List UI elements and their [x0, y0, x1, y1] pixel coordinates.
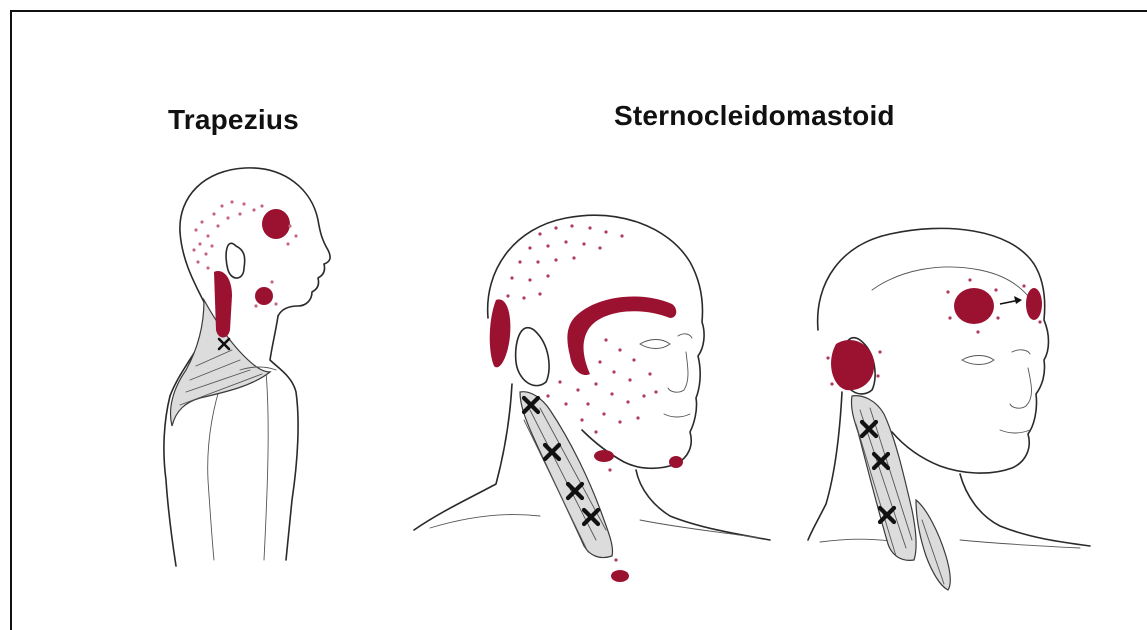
trapezius-arm [208, 370, 268, 560]
forehead-pain-zone [954, 288, 994, 324]
scm-sternal-mouth [664, 414, 690, 417]
scm-clavicular-mouth [1000, 430, 1030, 433]
scm-clavicular-clavicle [820, 539, 1080, 548]
scm-sternal-eye [640, 334, 692, 349]
trapezius-figure [164, 168, 330, 566]
referral-arrow [1000, 296, 1022, 304]
scm-clavicular-nose [1010, 368, 1032, 408]
trapezius-head-outline [180, 168, 330, 316]
scm-clavicular-pain-pattern [826, 278, 1042, 390]
scm-clavicular-eye [962, 350, 1030, 365]
occipital-pain-zone [490, 299, 511, 367]
jaw-pain-zone [255, 287, 273, 305]
scm-sternal-head-outline [488, 215, 704, 468]
neck-pain-zone [214, 271, 232, 338]
scm-clavicular-hairline [872, 267, 1028, 296]
scm-sternal-nose [668, 352, 688, 392]
scm-sternal-muscle [520, 392, 613, 558]
scm-sternal-ear [516, 328, 549, 386]
scm-sternal-figure [414, 215, 770, 582]
scm-clavicular-division-muscle [916, 500, 950, 590]
contralateral-forehead-pain-zone [1026, 288, 1042, 320]
chin-pain-zone [669, 456, 683, 468]
sternum-pain-zone [611, 570, 629, 582]
trapezius-ear [226, 243, 245, 278]
cheek-brow-pain-arc [567, 296, 676, 375]
temple-pain-zone [262, 209, 290, 239]
throat-pain-zone [594, 450, 614, 462]
scm-clavicular-figure [808, 228, 1090, 590]
trapezius-neck-front [270, 316, 298, 560]
trapezius-torso-back [164, 396, 176, 566]
